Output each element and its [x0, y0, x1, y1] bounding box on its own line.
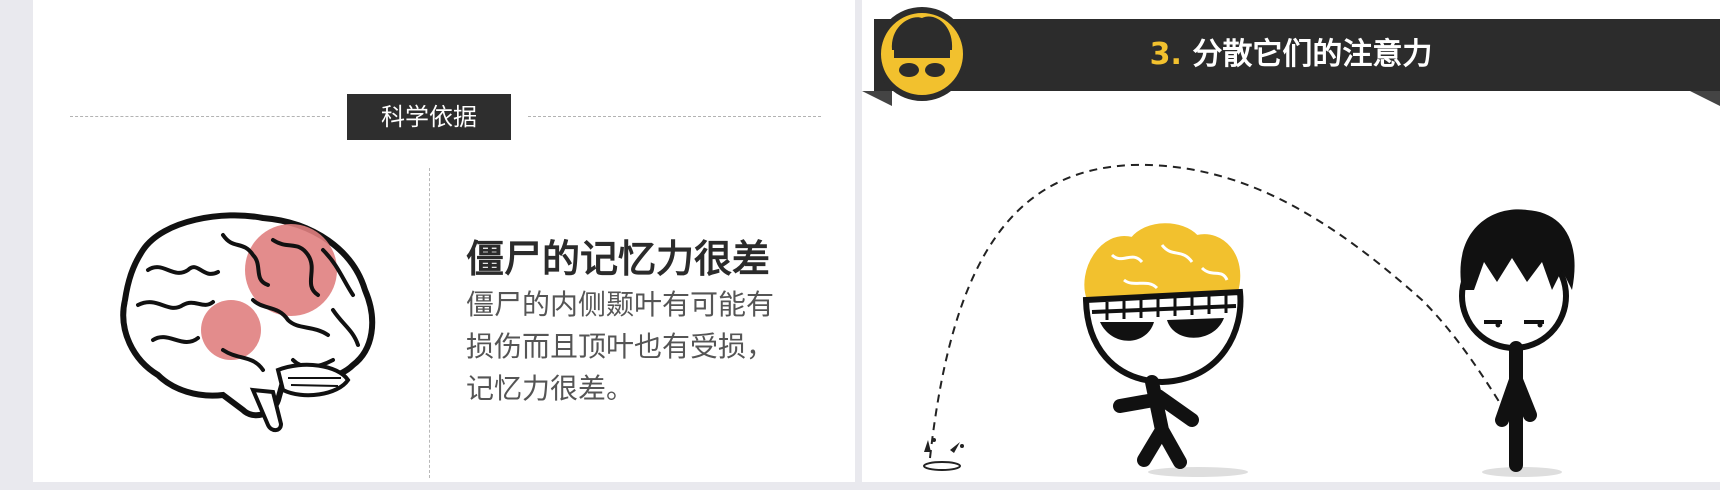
body-text: 僵尸的内侧颞叶有可能有损伤而且顶叶也有受损，记忆力很差。 — [466, 288, 775, 405]
left-slide: 科学依据 僵尸的记忆力很差 僵尸的内侧颞叶有可能有损伤而且顶叶 — [33, 0, 855, 482]
scene-illustration — [862, 7, 1720, 477]
banner-title: 3. 分散它们的注意力 — [862, 19, 1720, 91]
right-dotted-divider — [528, 116, 821, 117]
splash-icon — [923, 438, 964, 471]
zombie-badge-icon — [875, 7, 969, 101]
human-character — [1459, 209, 1575, 477]
heading: 僵尸的记忆力很差 — [466, 237, 771, 281]
cerebellum-lines — [288, 377, 341, 387]
cerebellum — [275, 362, 351, 398]
brain-stem — [249, 387, 284, 433]
throw-arc — [929, 163, 1515, 459]
left-dotted-divider — [70, 116, 330, 117]
vertical-dotted-divider — [429, 168, 430, 478]
banner-fold-right — [1690, 91, 1720, 106]
section-tag: 科学依据 — [347, 94, 511, 140]
banner-fold-left — [862, 91, 892, 106]
right-slide: 3. 分散它们的注意力 — [862, 0, 1720, 482]
brain-illustration — [120, 212, 376, 433]
title-text: 分散它们的注意力 — [1192, 37, 1433, 72]
title-number: 3. — [1149, 37, 1182, 72]
title-banner — [874, 19, 1720, 91]
zombie-character — [1082, 223, 1248, 477]
brain-highlight-small — [201, 300, 261, 360]
